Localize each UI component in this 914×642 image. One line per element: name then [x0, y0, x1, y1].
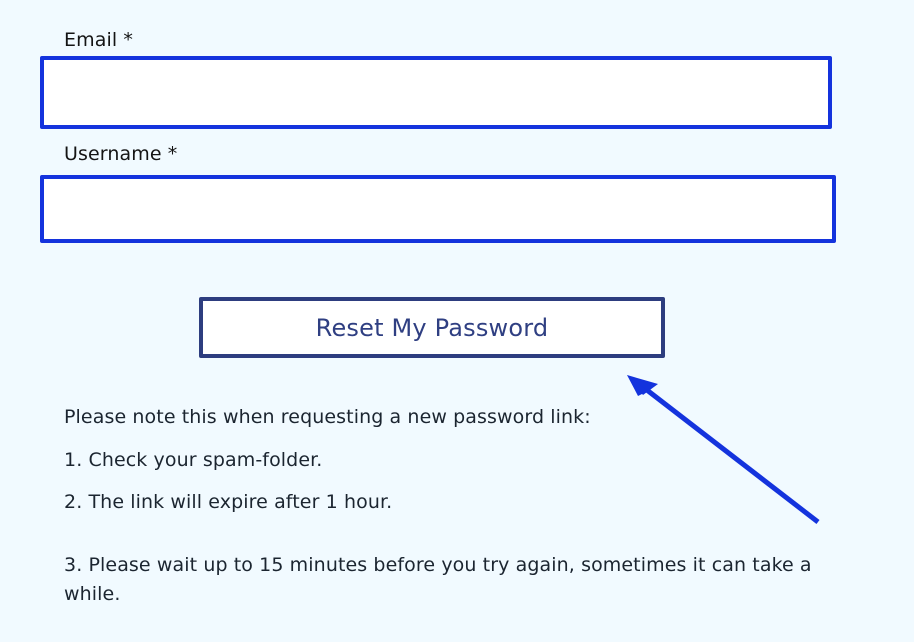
username-field-label: Username *	[64, 143, 178, 165]
reset-my-password-button[interactable]: Reset My Password	[199, 297, 665, 358]
notes-intro-text: Please note this when requesting a new p…	[64, 406, 591, 428]
email-input[interactable]	[40, 56, 832, 129]
note-item-3: 3. Please wait up to 15 minutes before y…	[64, 554, 812, 605]
note-item-1: 1. Check your spam-folder.	[64, 449, 323, 471]
email-field-label: Email *	[64, 29, 133, 51]
note-item-2: 2. The link will expire after 1 hour.	[64, 491, 393, 513]
username-input[interactable]	[40, 175, 836, 243]
